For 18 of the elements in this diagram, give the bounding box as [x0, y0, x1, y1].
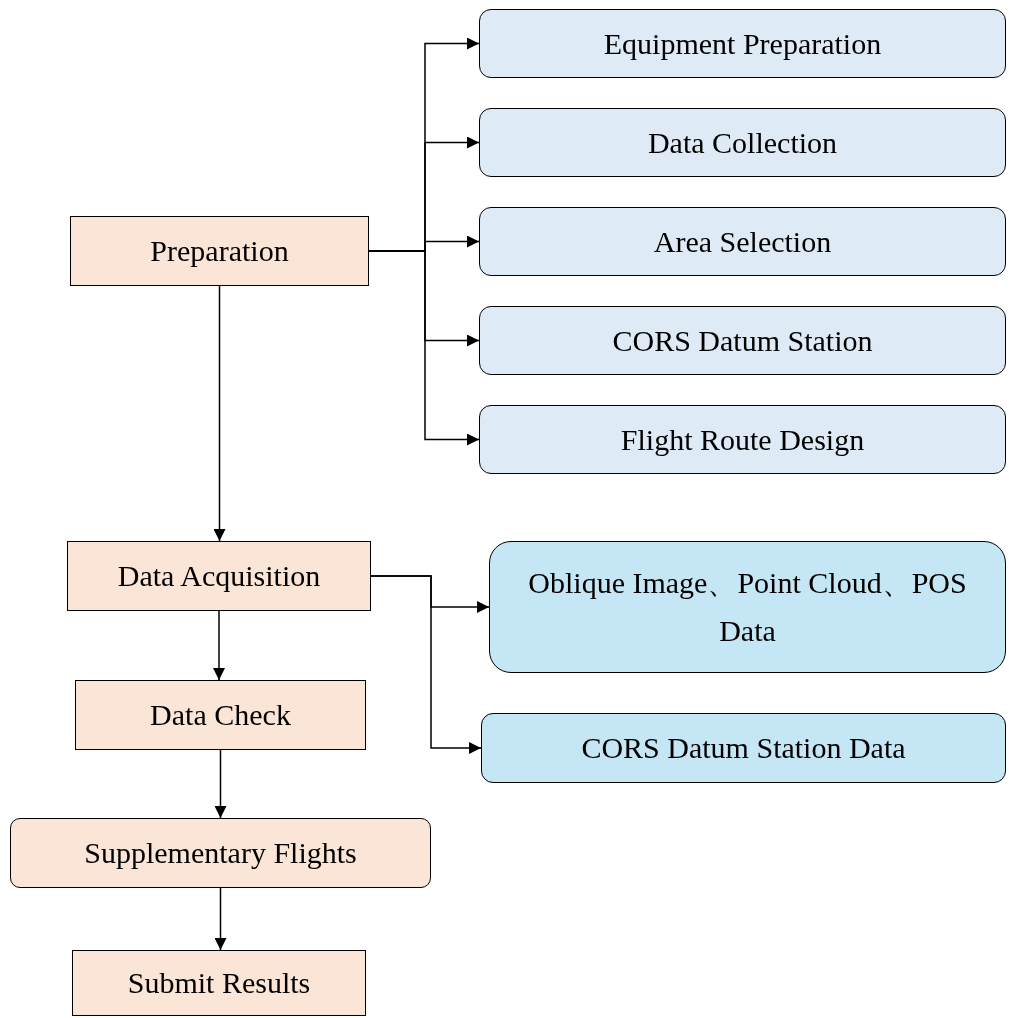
- process-box: Data Acquisition: [67, 541, 371, 611]
- arrow: [214, 749, 227, 819]
- arrow: [368, 250, 480, 446]
- arrow: [214, 887, 227, 951]
- process-box: Data Collection: [479, 108, 1006, 177]
- arrow: [213, 285, 226, 542]
- process-box: Area Selection: [479, 207, 1006, 276]
- process-box: Data Check: [75, 680, 366, 750]
- process-box: Oblique Image、Point Cloud、POS Data: [489, 541, 1006, 673]
- process-box: Supplementary Flights: [10, 818, 431, 888]
- process-box: Submit Results: [72, 950, 366, 1016]
- process-box: Flight Route Design: [479, 405, 1006, 474]
- process-box: CORS Datum Station: [479, 306, 1006, 375]
- process-box: Equipment Preparation: [479, 9, 1006, 78]
- arrow: [370, 575, 482, 754]
- arrow: [213, 610, 225, 681]
- process-box: CORS Datum Station Data: [481, 713, 1006, 783]
- process-box: Preparation: [70, 216, 369, 286]
